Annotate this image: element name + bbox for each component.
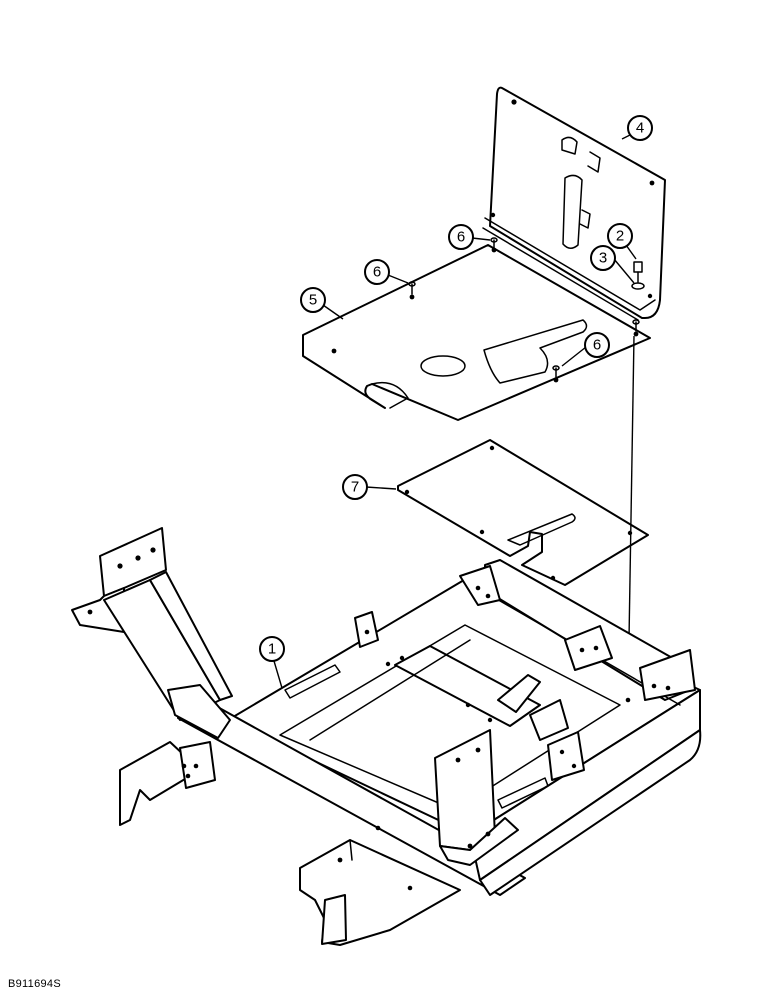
callout-2: 2 (607, 223, 633, 249)
svg-text:4: 4 (636, 120, 644, 137)
callout-6c: 6 (584, 332, 610, 358)
callout-5: 5 (300, 287, 326, 313)
svg-text:6: 6 (457, 229, 465, 246)
bolt-and-washer (631, 261, 645, 290)
svg-text:6: 6 (593, 337, 601, 354)
callout-3: 3 (590, 245, 616, 271)
svg-text:3: 3 (599, 250, 607, 267)
callout-4: 4 (627, 115, 653, 141)
lower-floor-mat (397, 439, 649, 586)
callout-7: 7 (342, 474, 368, 500)
svg-text:7: 7 (351, 479, 359, 496)
svg-text:2: 2 (616, 228, 624, 245)
callouts: 4 2 3 6 6 5 (259, 115, 653, 689)
svg-text:6: 6 (373, 264, 381, 281)
back-panel (482, 86, 666, 321)
upper-floor-plate (302, 244, 651, 421)
callout-6a: 6 (448, 224, 474, 250)
figure-reference-code: B911694S (8, 978, 61, 990)
main-frame (71, 527, 702, 946)
svg-text:1: 1 (268, 641, 276, 658)
fasteners (408, 237, 640, 378)
callout-6b: 6 (364, 259, 390, 285)
svg-text:5: 5 (309, 292, 317, 309)
callout-1: 1 (259, 636, 285, 662)
